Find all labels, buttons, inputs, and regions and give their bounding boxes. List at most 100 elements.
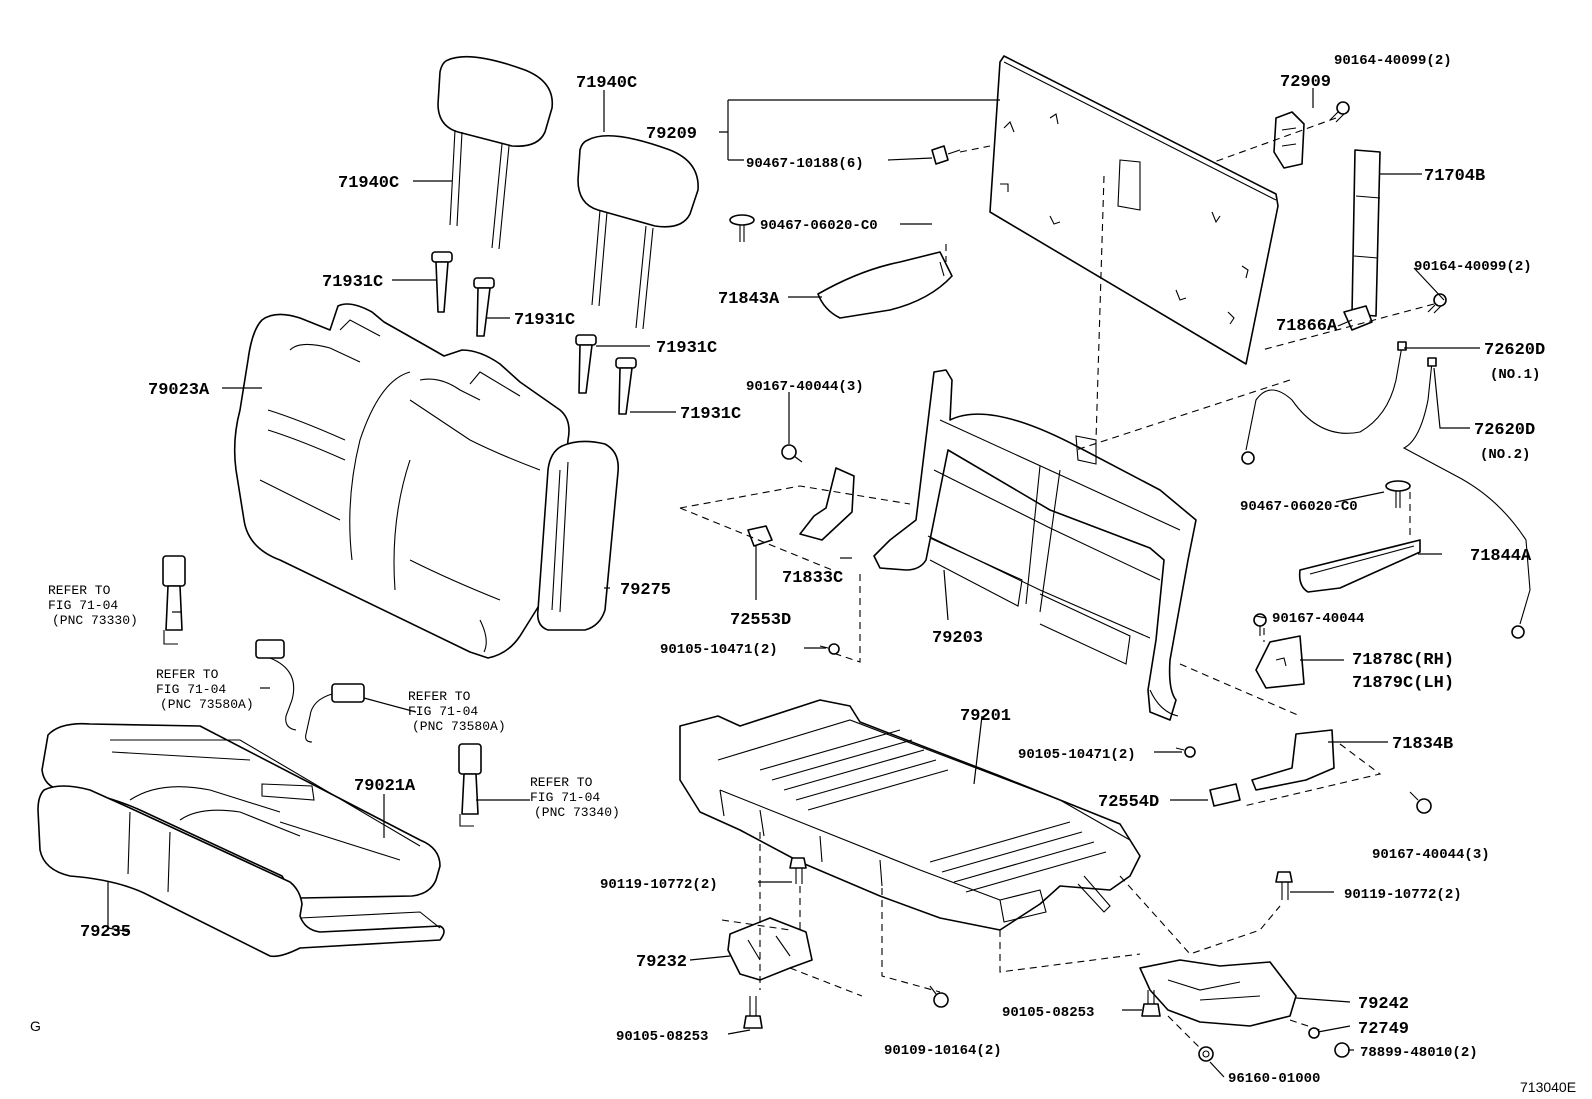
seatback-cover[interactable]: [233, 303, 570, 659]
label-71931C-b[interactable]: 71931C: [514, 311, 575, 330]
seat-belt-buckle-73330[interactable]: [162, 555, 186, 645]
label-71940C-a[interactable]: 71940C: [576, 74, 637, 93]
label-90467-10188[interactable]: 90467-10188(6): [746, 156, 864, 172]
push-clip-b[interactable]: [1385, 480, 1411, 508]
label-71844A[interactable]: 71844A: [1470, 547, 1532, 566]
label-71833C[interactable]: 71833C: [782, 569, 843, 588]
reference-note-73580A-a[interactable]: REFER TO FIG 71-04 (PNC 73580A): [156, 667, 254, 712]
label-79275[interactable]: 79275: [620, 581, 671, 600]
lock-release-knob[interactable]: [1351, 149, 1381, 317]
label-90167-40044-3b[interactable]: 90167-40044(3): [1372, 847, 1490, 863]
label-79021A[interactable]: 79021A: [354, 777, 416, 796]
bolt-90105-08253-a[interactable]: [743, 996, 763, 1029]
seat-belt-buckle-73340[interactable]: [458, 743, 482, 827]
cap-72553D[interactable]: [747, 525, 773, 547]
label-90105-08253-b[interactable]: 90105-08253: [1002, 1005, 1094, 1021]
reference-note-73580A-b[interactable]: REFER TO FIG 71-04 (PNC 73580A): [408, 689, 506, 734]
label-90105-10471-a[interactable]: 90105-10471(2): [660, 642, 778, 658]
label-90105-10471-b[interactable]: 90105-10471(2): [1018, 747, 1136, 763]
label-71931C-c[interactable]: 71931C: [656, 339, 717, 358]
label-71866A[interactable]: 71866A: [1276, 317, 1338, 336]
bolt-90105-10471-b[interactable]: [1175, 746, 1196, 758]
cap-72554D[interactable]: [1209, 783, 1241, 807]
lock-bracket[interactable]: [1273, 111, 1305, 169]
label-78899-48010[interactable]: 78899-48010(2): [1360, 1045, 1478, 1061]
label-72749[interactable]: 72749: [1358, 1020, 1409, 1039]
label-71879C[interactable]: 71879C(LH): [1352, 674, 1454, 693]
ref-line: (PNC 73340): [534, 805, 620, 820]
label-90109-10164[interactable]: 90109-10164(2): [884, 1043, 1002, 1059]
label-72553D[interactable]: 72553D: [730, 611, 791, 630]
label-90105-08253-a[interactable]: 90105-08253: [616, 1029, 708, 1045]
seat-cushion-frame[interactable]: [679, 699, 1141, 931]
bolt-90105-08253-b[interactable]: [1141, 990, 1161, 1017]
label-79232[interactable]: 79232: [636, 953, 687, 972]
headrest-right[interactable]: [577, 135, 699, 330]
label-90167-40044[interactable]: 90167-40044: [1272, 611, 1364, 627]
label-90119-10772-a[interactable]: 90119-10772(2): [600, 877, 718, 893]
label-90467-06020-a[interactable]: 90467-06020-C0: [760, 218, 878, 234]
frame-side-trim-left[interactable]: [799, 467, 855, 541]
label-72620D-2[interactable]: 72620D: [1474, 421, 1535, 440]
label-90167-40044-3a[interactable]: 90167-40044(3): [746, 379, 864, 395]
seat-hinge-right[interactable]: [1139, 959, 1297, 1027]
lock-bezel[interactable]: [1343, 305, 1373, 331]
seatback-hinge-bracket[interactable]: [1255, 635, 1305, 689]
bolt-90164-b[interactable]: [1427, 293, 1447, 314]
label-72620D-2-sub: (NO.2): [1480, 447, 1530, 463]
label-79209[interactable]: 79209: [646, 125, 697, 144]
seatback-hinge-cover-b[interactable]: [1298, 539, 1421, 593]
label-79242[interactable]: 79242: [1358, 995, 1409, 1014]
bolt-90119-b[interactable]: [1275, 871, 1293, 900]
headrest-support-1[interactable]: [431, 251, 453, 313]
seat-belt-buckle-73580A-b[interactable]: [305, 683, 365, 743]
bolt-90109[interactable]: [929, 985, 949, 1008]
release-cable-no2[interactable]: [1402, 357, 1531, 639]
ref-line: (PNC 73580A): [412, 719, 506, 734]
label-72620D-1[interactable]: 72620D: [1484, 341, 1545, 360]
headrest-support-4[interactable]: [615, 357, 637, 415]
label-71834B[interactable]: 71834B: [1392, 735, 1453, 754]
fastener-clip[interactable]: [931, 145, 961, 165]
bolt-90164-a[interactable]: [1329, 101, 1350, 123]
bolt-90119-a[interactable]: [789, 857, 807, 884]
ref-line: REFER TO: [48, 583, 111, 598]
ring-96160[interactable]: [1198, 1046, 1214, 1062]
headrest-left[interactable]: [437, 55, 554, 250]
label-79201[interactable]: 79201: [960, 707, 1011, 726]
headrest-support-3[interactable]: [575, 334, 597, 394]
label-79023A[interactable]: 79023A: [148, 381, 210, 400]
bolt-90167-a[interactable]: [781, 444, 803, 463]
label-90119-10772-b[interactable]: 90119-10772(2): [1344, 887, 1462, 903]
reference-note-73330[interactable]: REFER TO FIG 71-04 (PNC 73330): [48, 583, 138, 628]
ref-line: (PNC 73330): [52, 613, 138, 628]
label-71843A[interactable]: 71843A: [718, 290, 780, 309]
seatback-hinge-cover-a[interactable]: [817, 251, 953, 319]
label-71931C-a[interactable]: 71931C: [322, 273, 383, 292]
seatback-cover-panel[interactable]: [536, 440, 620, 631]
label-79235[interactable]: 79235: [80, 923, 131, 942]
label-71878C[interactable]: 71878C(RH): [1352, 651, 1454, 670]
seatback-board[interactable]: [989, 55, 1279, 365]
seat-belt-buckle-73580A-a[interactable]: [255, 639, 297, 731]
label-71704B[interactable]: 71704B: [1424, 167, 1485, 186]
seat-cushion-pad[interactable]: [37, 785, 445, 958]
seatback-frame[interactable]: [873, 369, 1197, 721]
headrest-support-2[interactable]: [473, 277, 495, 337]
label-90467-06020-b[interactable]: 90467-06020-C0: [1240, 499, 1358, 515]
reference-note-73340[interactable]: REFER TO FIG 71-04 (PNC 73340): [530, 775, 620, 820]
frame-side-trim-right[interactable]: [1251, 729, 1335, 791]
label-71931C-d[interactable]: 71931C: [680, 405, 741, 424]
label-90164-40099-a[interactable]: 90164-40099(2): [1334, 53, 1452, 69]
label-90164-40099-b[interactable]: 90164-40099(2): [1414, 259, 1532, 275]
push-clip-a[interactable]: [729, 214, 755, 242]
label-72909[interactable]: 72909: [1280, 73, 1331, 92]
label-79203[interactable]: 79203: [932, 629, 983, 648]
label-72554D[interactable]: 72554D: [1098, 793, 1159, 812]
bolt-78899[interactable]: [1334, 1042, 1350, 1058]
release-cable-no1[interactable]: [1241, 341, 1407, 465]
label-96160-01000[interactable]: 96160-01000: [1228, 1071, 1320, 1087]
label-71940C-b[interactable]: 71940C: [338, 174, 399, 193]
bolt-90105-10471-a[interactable]: [819, 643, 840, 655]
bolt-90167-c[interactable]: [1409, 791, 1432, 814]
